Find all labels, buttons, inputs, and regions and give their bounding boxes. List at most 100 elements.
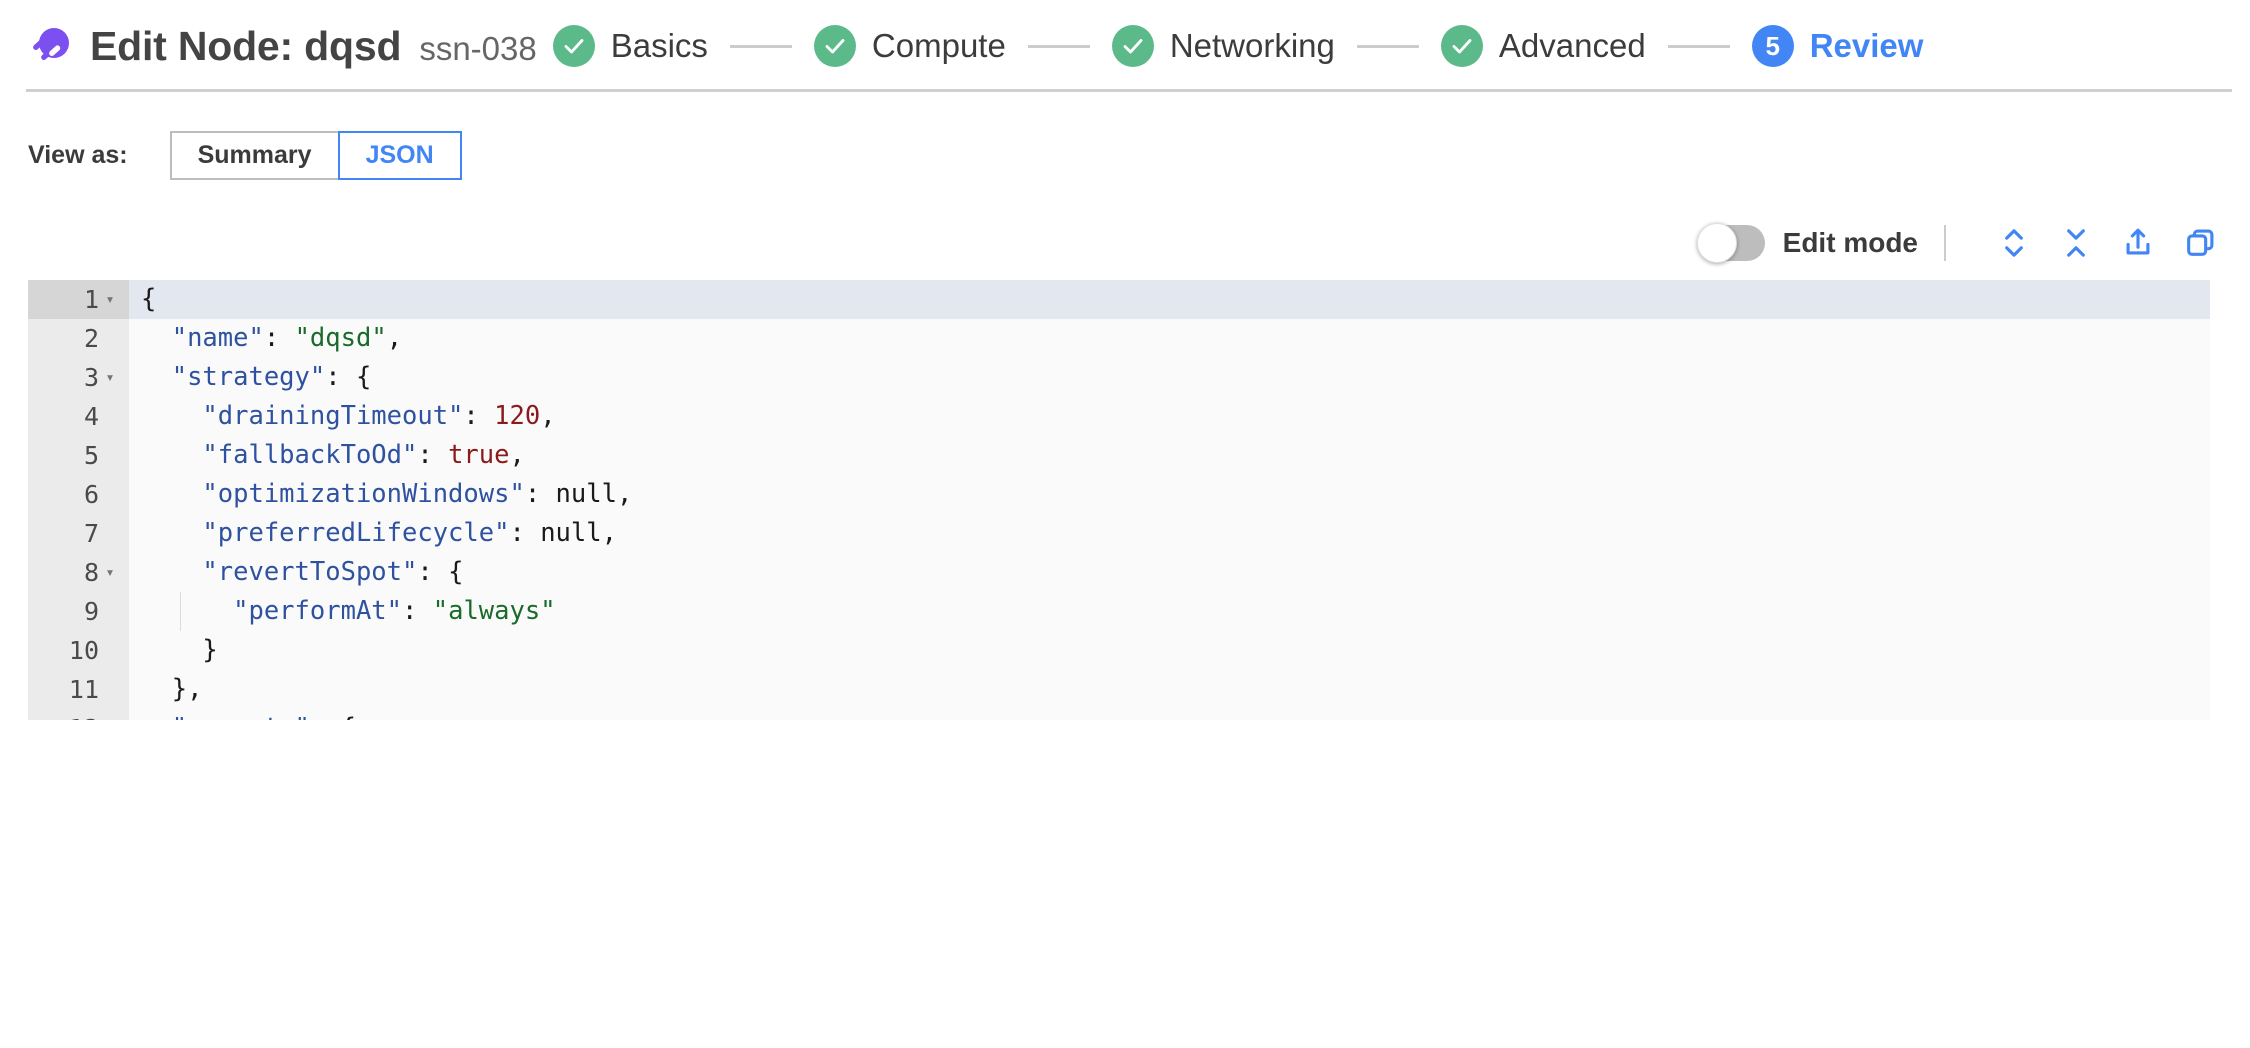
json-token-punc: , <box>601 518 617 548</box>
header-divider <box>26 89 2232 92</box>
code-line-text: "strategy": { <box>129 358 2210 397</box>
code-line[interactable]: 7 "preferredLifecycle": null, <box>28 514 2210 553</box>
code-line-text: "optimizationWindows": null, <box>129 475 2210 514</box>
line-number: 3 <box>83 363 99 392</box>
code-line-text: "performAt": "always" <box>129 592 2210 631</box>
step-check-icon <box>1440 25 1483 67</box>
line-number: 12 <box>69 709 99 720</box>
json-token-str: "dqsd" <box>294 323 387 353</box>
indent-space <box>141 358 172 397</box>
stepper-step-networking[interactable]: Networking <box>1111 25 1335 67</box>
code-line[interactable]: 5 "fallbackToOd": true, <box>28 436 2210 475</box>
collapse-all-icon[interactable] <box>2054 221 2098 265</box>
json-token-punc: , <box>509 440 525 470</box>
line-number: 2 <box>83 324 99 353</box>
fold-toggle-icon[interactable]: ▾ <box>105 290 115 308</box>
json-token-str: "always" <box>432 596 556 626</box>
line-number-gutter: 3▾ <box>28 358 129 397</box>
view-as-option-summary[interactable]: Summary <box>169 130 338 180</box>
indent-space <box>141 397 202 436</box>
code-line-text: { <box>129 280 2210 319</box>
view-as-option-json[interactable]: JSON <box>337 130 462 180</box>
code-line-text: "fallbackToOd": true, <box>129 436 2210 475</box>
code-line[interactable]: 2 "name": "dqsd", <box>28 319 2210 358</box>
code-line-text: "drainingTimeout": 120, <box>129 397 2210 436</box>
json-token-num: 120 <box>494 401 541 431</box>
step-number-badge: 5 <box>1751 25 1794 67</box>
code-line[interactable]: 6 "optimizationWindows": null, <box>28 475 2210 514</box>
expand-all-icon[interactable] <box>1992 221 2036 265</box>
toolbar-separator <box>1944 225 1946 261</box>
json-token-key: "strategy" <box>171 362 326 392</box>
code-line[interactable]: 11 }, <box>28 670 2210 709</box>
json-token-punc: : { <box>310 709 356 720</box>
line-number-gutter: 4 <box>28 397 129 436</box>
stepper-step-basics[interactable]: Basics <box>552 25 708 67</box>
step-check-icon <box>1111 25 1154 67</box>
line-number: 11 <box>68 675 99 704</box>
stepper-step-advanced[interactable]: Advanced <box>1440 25 1646 67</box>
copy-icon[interactable] <box>2178 221 2222 265</box>
export-icon[interactable] <box>2116 221 2160 265</box>
step-label: Advanced <box>1498 27 1646 64</box>
line-number-gutter: 1▾ <box>28 280 129 319</box>
code-line[interactable]: 9 "performAt": "always" <box>28 592 2210 631</box>
json-code-editor[interactable]: 1▾{2 "name": "dqsd",3▾ "strategy": {4 "d… <box>28 280 2210 720</box>
code-line[interactable]: 10 } <box>28 631 2210 670</box>
stepper-step-compute[interactable]: Compute <box>813 25 1006 67</box>
step-label: Review <box>1809 27 1924 64</box>
json-token-punc: : <box>402 596 433 626</box>
line-number-gutter: 11 <box>28 670 129 709</box>
indent-space <box>141 709 172 720</box>
code-line-text: } <box>129 631 2210 670</box>
json-token-punc: } <box>202 635 218 665</box>
step-connector <box>1356 44 1419 48</box>
indent-space <box>141 514 202 553</box>
indent-space <box>141 436 202 475</box>
line-number: 7 <box>83 519 99 548</box>
fold-toggle-icon[interactable]: ▾ <box>99 709 121 720</box>
code-line[interactable]: 12▾ "compute": { <box>28 709 2210 720</box>
spot-logo-icon <box>26 23 72 69</box>
code-line[interactable]: 1▾ { <box>28 280 2210 319</box>
json-token-key: "fallbackToOd" <box>202 440 418 470</box>
json-token-punc: { <box>141 284 157 314</box>
code-line-text: "compute": { <box>129 709 2210 720</box>
json-token-key: "name" <box>171 323 264 353</box>
json-token-punc: }, <box>171 674 203 704</box>
code-line[interactable]: 4 "drainingTimeout": 120, <box>28 397 2210 436</box>
code-line[interactable]: 8▾ "revertToSpot": { <box>28 553 2210 592</box>
indent-space <box>141 319 172 358</box>
code-line-text: }, <box>129 670 2210 709</box>
fold-toggle-icon[interactable]: ▾ <box>105 563 115 581</box>
json-token-punc: : { <box>325 362 372 392</box>
page-title: Edit Node: dqsd <box>90 22 402 69</box>
line-number: 8 <box>83 558 99 587</box>
stepper-step-review[interactable]: 5 Review <box>1751 25 1924 67</box>
wizard-stepper: Basics Compute Networking Advanced 5 Review <box>552 25 2250 67</box>
line-number-gutter: 7 <box>28 514 129 553</box>
line-number-gutter: 5 <box>28 436 129 475</box>
view-as-label: View as: <box>28 140 128 169</box>
line-number: 5 <box>83 441 99 470</box>
json-token-bool: true <box>448 440 510 470</box>
json-token-null: null <box>540 518 602 548</box>
code-line-text: "preferredLifecycle": null, <box>129 514 2210 553</box>
code-line-text: "name": "dqsd", <box>129 319 2210 358</box>
fold-toggle-icon[interactable]: ▾ <box>105 368 115 386</box>
json-token-key: "compute" <box>172 709 310 720</box>
edit-mode-toggle[interactable] <box>1696 223 1765 263</box>
code-line[interactable]: 3▾ "strategy": { <box>28 358 2210 397</box>
edit-mode-label: Edit mode <box>1782 227 1918 258</box>
json-token-punc: , <box>540 401 556 431</box>
json-token-key: "drainingTimeout" <box>202 401 464 431</box>
step-check-icon <box>813 25 856 67</box>
indent-space <box>141 631 202 670</box>
json-token-punc: : <box>463 401 495 431</box>
step-connector <box>1027 44 1090 48</box>
step-number: 5 <box>1765 31 1780 61</box>
step-label: Compute <box>871 27 1006 64</box>
